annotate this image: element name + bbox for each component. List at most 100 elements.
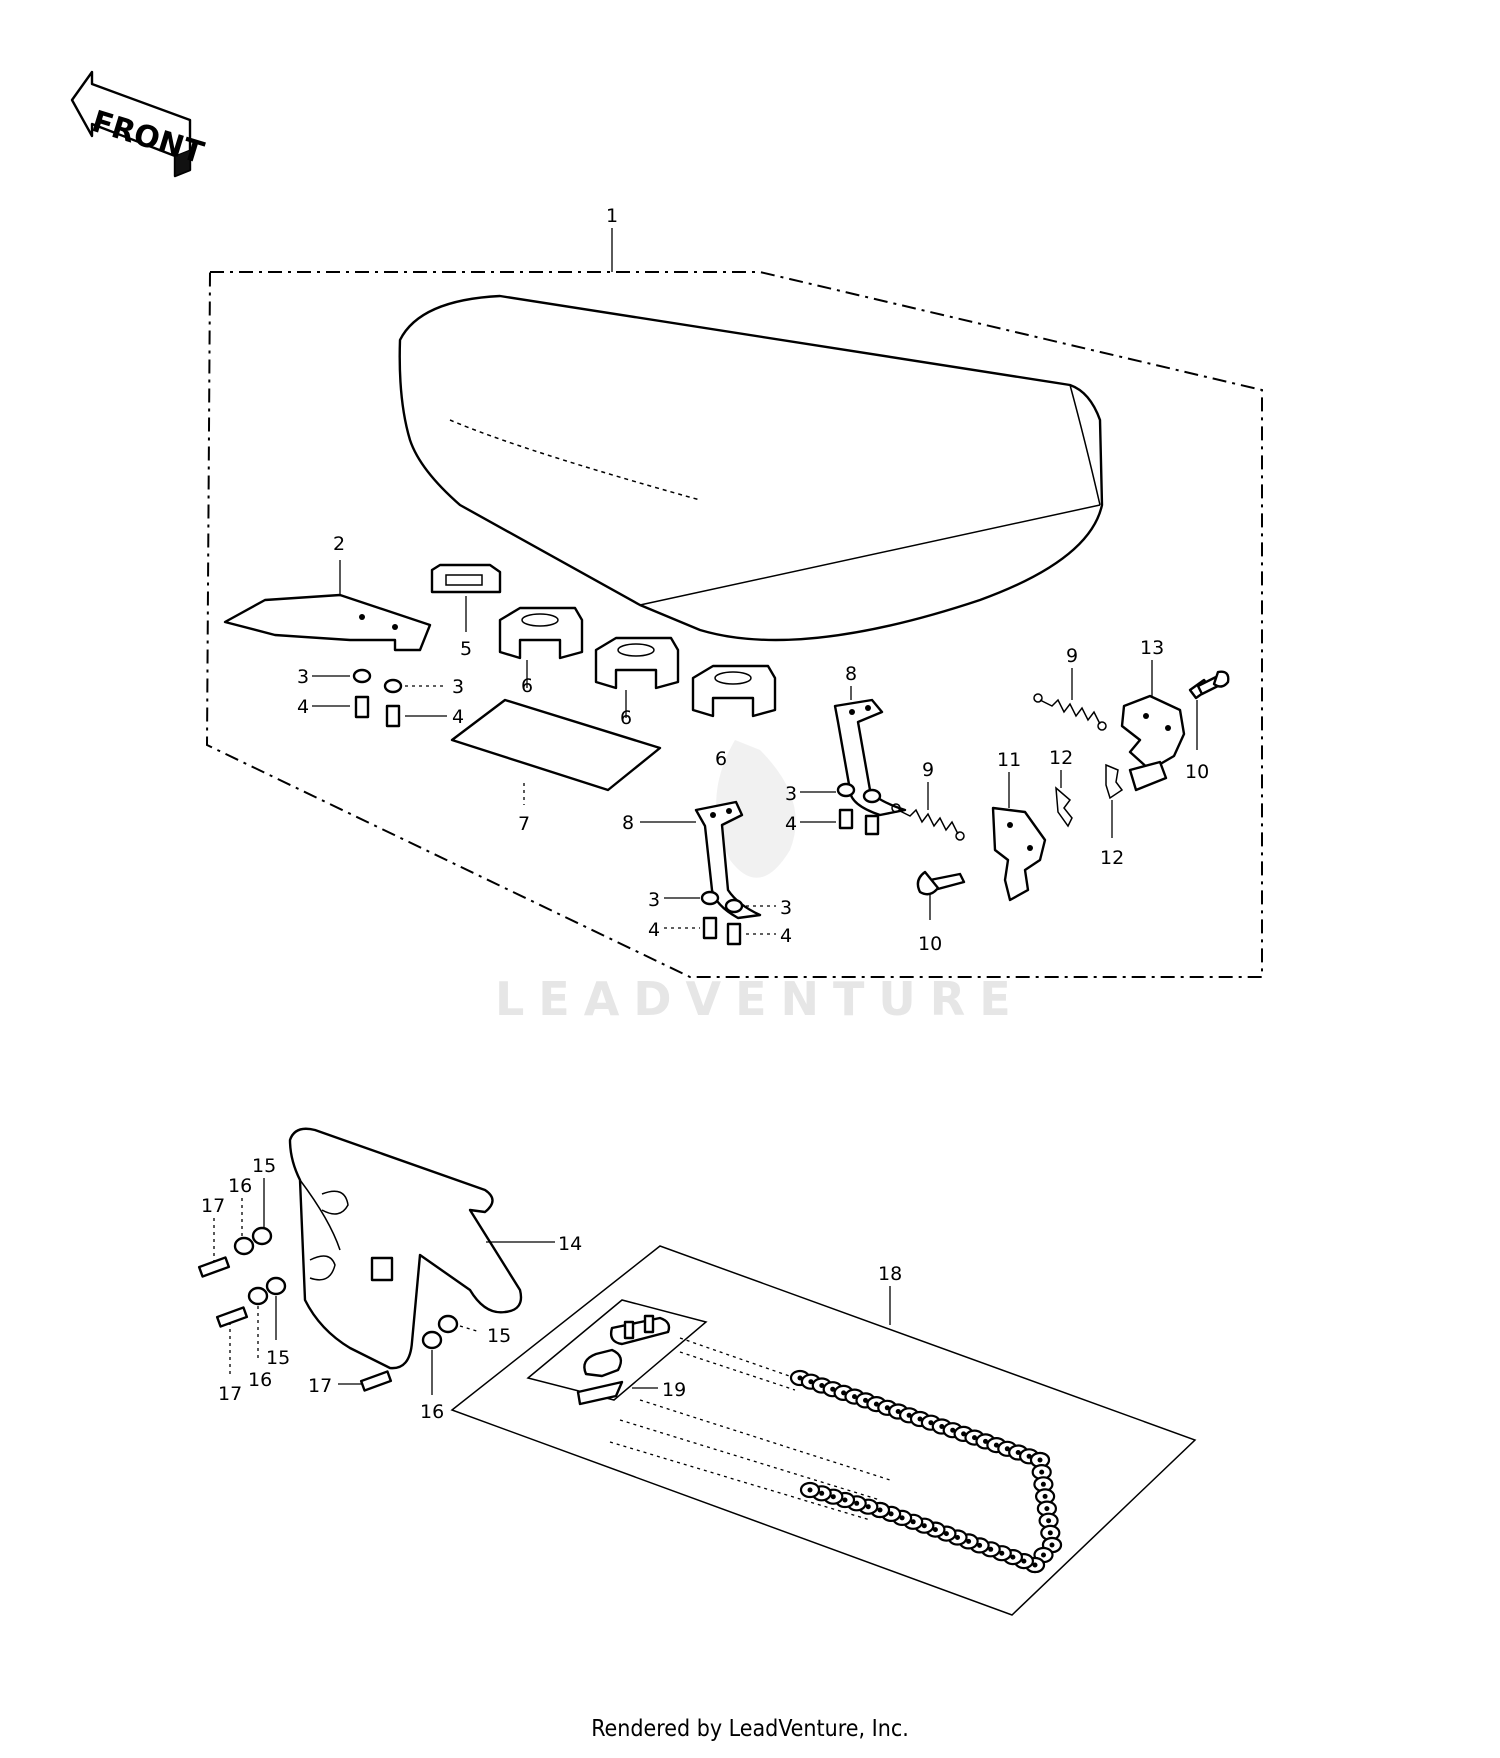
seat-lock-lever: [991, 806, 1047, 902]
chain-pin: [932, 1527, 938, 1533]
seat-lock-plate: [1120, 694, 1186, 792]
chain-pin: [830, 1494, 836, 1500]
chain-pin: [928, 1420, 934, 1426]
callout-17c: 17: [308, 1375, 332, 1397]
seat-bracket-plate: [223, 593, 432, 652]
seat-group-frame: [205, 271, 1263, 978]
chain-pin: [1037, 1457, 1043, 1463]
callout-6c: 6: [715, 748, 727, 770]
chain-pin: [921, 1523, 927, 1529]
chain-pin: [1041, 1552, 1046, 1558]
callout-18: 18: [878, 1263, 902, 1285]
chain-pin: [899, 1515, 905, 1521]
callout-5: 5: [460, 638, 472, 660]
chain-pin: [999, 1550, 1005, 1556]
callout-4c: 4: [785, 813, 797, 835]
chain-pin: [865, 1504, 871, 1510]
chain-pin: [966, 1538, 972, 1544]
callout-19: 19: [662, 1379, 686, 1401]
callout-3b: 3: [452, 676, 464, 698]
callout-17b: 17: [218, 1383, 242, 1405]
clip-left: [1055, 786, 1073, 828]
callout-1: 1: [606, 205, 618, 227]
callout-3a: 3: [297, 666, 309, 688]
chain-pin: [1032, 1562, 1038, 1568]
hinge-pin-upper: [1188, 670, 1230, 700]
callout-12a: 12: [1049, 747, 1073, 769]
chain-pin: [943, 1531, 949, 1537]
callout-10a: 10: [1185, 761, 1209, 783]
chain-case-hardware-upper: [197, 1226, 273, 1278]
chain-group-frame: [450, 1245, 1197, 1616]
chain-pin: [1010, 1554, 1016, 1560]
seat-lock-spring-upper: [1033, 693, 1107, 731]
callout-6a: 6: [521, 675, 533, 697]
chain-pin: [819, 1490, 825, 1496]
master-link: [576, 1314, 671, 1406]
chain-pin: [1039, 1469, 1045, 1475]
callout-15b: 15: [266, 1347, 290, 1369]
chain-guide-lines: [609, 1337, 891, 1521]
callout-15a: 15: [252, 1155, 276, 1177]
seat-damper-small: [430, 563, 502, 594]
callout-14: 14: [558, 1233, 582, 1255]
callout-7: 7: [518, 813, 530, 835]
callout-16a: 16: [228, 1175, 252, 1197]
seat: [398, 294, 1104, 642]
hinge-hardware-upper: [836, 782, 882, 836]
callout-13: 13: [1140, 637, 1164, 659]
callout-4a: 4: [297, 696, 309, 718]
chain-pin: [808, 1379, 814, 1385]
callout-3d: 3: [648, 889, 660, 911]
chain-case: [288, 1127, 523, 1370]
chain-pin: [852, 1394, 857, 1400]
chain-pin: [1042, 1493, 1048, 1499]
chain-pin: [895, 1409, 901, 1414]
chain-pin: [877, 1507, 883, 1513]
watermark-brand: LEADVENTURE: [495, 972, 1025, 1026]
callout-2: 2: [333, 533, 345, 555]
chain-pin: [842, 1497, 848, 1503]
callout-4b: 4: [452, 706, 464, 728]
chain-pin: [988, 1546, 994, 1552]
chain-case-group: 14 17 16 15 17 16 15 15: [197, 1127, 1197, 1616]
chain-pin: [1021, 1558, 1027, 1564]
callout-10b: 10: [918, 933, 942, 955]
callout-8a: 8: [845, 663, 857, 685]
seat-assembly-group: 1 2 3 3 4 4: [205, 205, 1263, 978]
callout-17a: 17: [201, 1195, 225, 1217]
leadventure-watermark: LEADVENTURE: [495, 740, 1025, 1026]
chain-pin: [807, 1487, 813, 1493]
callout-16c: 16: [420, 1401, 444, 1423]
callout-15c: 15: [487, 1325, 511, 1347]
seat-pad: [450, 698, 662, 792]
seat-damper-2: [594, 636, 680, 690]
hinge-hardware-lower: [700, 890, 744, 946]
chain-pin: [1047, 1530, 1053, 1536]
front-arrow-badge: FRONT: [70, 70, 208, 178]
chain-case-hardware-right: [359, 1314, 459, 1392]
callout-6b: 6: [620, 707, 632, 729]
chain-pin: [977, 1542, 983, 1548]
seat-damper-1: [498, 606, 584, 660]
callout-12b: 12: [1100, 847, 1124, 869]
chain-pin: [888, 1511, 894, 1517]
chain-case-hardware-lower: [215, 1276, 287, 1328]
chain-pin: [1040, 1481, 1046, 1487]
hinge-pin-lower: [916, 870, 966, 896]
render-credit: Rendered by LeadVenture, Inc.: [591, 1716, 909, 1742]
callout-4d: 4: [648, 919, 660, 941]
seat-damper-3: [691, 664, 777, 718]
drive-chain: [789, 1369, 1063, 1574]
chain-pin: [1046, 1518, 1052, 1524]
callout-8b: 8: [622, 812, 634, 834]
chain-pin: [910, 1519, 916, 1525]
clip-right: [1105, 763, 1124, 800]
chain-pin: [1015, 1450, 1021, 1455]
chain-pin: [1044, 1506, 1050, 1512]
chain-pin: [955, 1535, 960, 1540]
chain-pin: [1049, 1542, 1055, 1548]
callout-4e: 4: [780, 925, 792, 947]
callout-9a: 9: [1066, 645, 1078, 667]
